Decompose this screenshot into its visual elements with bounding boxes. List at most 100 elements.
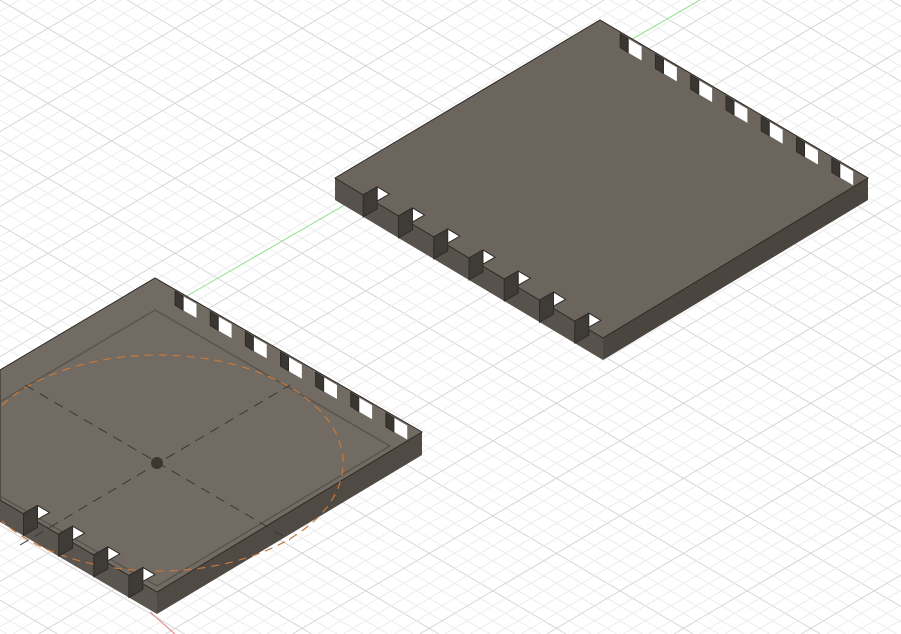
- grid-line: [787, 0, 901, 68]
- grid-line: [216, 229, 901, 634]
- notch-wall: [468, 249, 484, 281]
- grid-line: [0, 0, 427, 253]
- notch-wall: [350, 391, 360, 413]
- grid-line: [0, 44, 901, 578]
- grid-line: [737, 0, 901, 98]
- notch-wall: [174, 290, 184, 312]
- right-plate-front-teeth: [362, 185, 602, 345]
- grid-line: [317, 289, 901, 634]
- grid-line: [724, 529, 901, 634]
- grid-line: [368, 319, 901, 634]
- grid-line: [0, 0, 478, 283]
- grid-line: [343, 304, 901, 634]
- grid-line: [686, 0, 901, 128]
- grid-line: [393, 334, 901, 634]
- notch-wall: [23, 504, 38, 537]
- left-plate-body[interactable]: [0, 277, 423, 614]
- grid-line: [470, 379, 901, 634]
- notch: [628, 38, 642, 61]
- grid-line: [0, 599, 58, 634]
- grid-line: [0, 74, 901, 608]
- grid-line: [851, 604, 901, 634]
- grid-line: [0, 89, 901, 623]
- grid-line: [838, 0, 901, 38]
- grid-line: [241, 244, 901, 634]
- left-plate-left-face: [0, 500, 157, 614]
- notch-wall: [362, 185, 378, 218]
- grid-line: [0, 0, 300, 178]
- grid-line: [597, 454, 901, 634]
- grid-line: [546, 424, 901, 634]
- notch-wall: [128, 566, 144, 599]
- grid-line: [0, 134, 847, 634]
- grid-line: [711, 0, 901, 113]
- grid-line: [0, 539, 160, 634]
- grid-line: [877, 619, 901, 634]
- grid-line: [762, 0, 901, 83]
- right-plate-body[interactable]: [334, 19, 869, 360]
- grid-line: [0, 614, 33, 634]
- notch: [253, 336, 267, 359]
- notch-wall: [244, 330, 254, 352]
- notch-wall: [619, 32, 629, 54]
- grid-line: [0, 0, 605, 358]
- grid-line: [0, 0, 325, 193]
- grid-line: [292, 274, 901, 634]
- notch: [288, 357, 302, 379]
- notch-wall: [385, 411, 395, 433]
- grid-line: [889, 0, 901, 8]
- notch-wall: [503, 270, 519, 302]
- left-plate-front-teeth: [22, 504, 156, 599]
- notch: [358, 397, 373, 420]
- sketch-center-point: [151, 457, 163, 469]
- notch: [323, 377, 337, 399]
- notch-wall: [574, 312, 590, 345]
- notch: [218, 316, 232, 339]
- right-plate-right-face: [603, 178, 868, 360]
- grid-line: [648, 484, 901, 634]
- grid-line: [521, 409, 901, 634]
- grid-line: [775, 559, 901, 634]
- notch-wall: [280, 351, 289, 372]
- notch-wall: [315, 371, 325, 393]
- grid-line: [266, 259, 901, 634]
- grid-line: [0, 29, 901, 563]
- grid-line: [0, 0, 529, 313]
- notch-wall: [433, 228, 449, 260]
- grid-line: [0, 584, 84, 634]
- left-plate-back-teeth: [174, 290, 408, 440]
- grid-line: [0, 119, 872, 634]
- grid-line: [800, 574, 901, 634]
- grid-line: [571, 439, 901, 634]
- grid-line: [419, 349, 901, 634]
- grid-line: [826, 589, 901, 634]
- grid-line: [660, 0, 901, 143]
- x-axis-line: [149, 611, 176, 634]
- grid-line: [444, 364, 901, 634]
- grid-line: [0, 0, 453, 268]
- grid-line: [622, 469, 901, 634]
- notch-wall: [93, 545, 109, 578]
- grid-line: [165, 199, 901, 634]
- notch: [393, 417, 408, 440]
- grid-line: [749, 544, 901, 634]
- notch-wall: [397, 207, 413, 239]
- notch: [839, 163, 854, 186]
- grid-line: [0, 59, 901, 593]
- grid-line: [0, 14, 901, 548]
- grid-line: [864, 0, 901, 23]
- left-plate-top-face: [0, 277, 423, 593]
- notch-wall: [760, 115, 770, 137]
- sketch-circle: [1, 354, 344, 572]
- grid-line: [0, 0, 224, 133]
- notch-wall: [796, 136, 806, 158]
- notch: [734, 101, 748, 123]
- notch-wall: [831, 157, 841, 179]
- grid-line: [139, 184, 901, 634]
- grid-line: [0, 0, 402, 238]
- notch-wall: [209, 310, 219, 332]
- grid-line: [0, 569, 109, 634]
- grid-line: [0, 0, 580, 343]
